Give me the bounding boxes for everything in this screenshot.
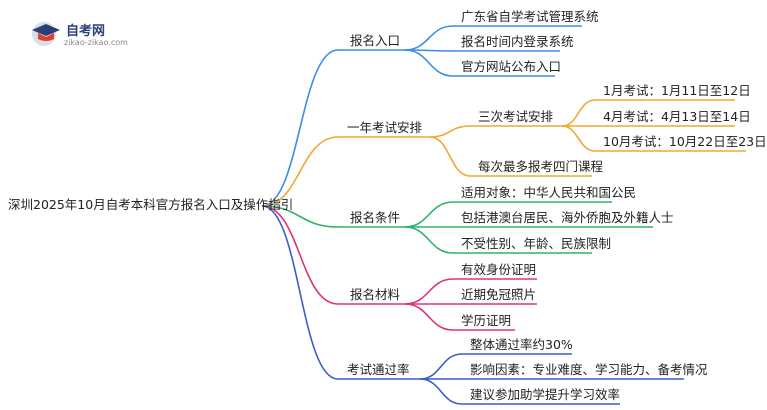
leaf-node: 学历证明 [461,313,512,328]
leaf-node: 影响因素：专业难度、学习能力、备考情况 [470,362,708,377]
connector [404,49,454,77]
root-topic: 深圳2025年10月自考本科官方报名入口及操作指引 [8,197,294,212]
connector [404,226,454,254]
connector [419,378,463,405]
branch-eligibility: 报名条件 [350,210,401,225]
leaf-node: 建议参加助学提升学习效率 [470,387,621,402]
leaf-node: 报名时间内登录系统 [461,34,574,49]
leaf-node: 1月考试：1月11日至12日 [603,83,751,98]
branch-pass-rate: 考试通过率 [347,362,410,377]
connector [404,303,454,331]
leaf-node: 近期免冠照片 [461,287,537,302]
connector [261,205,339,380]
leaf-node: 每次最多报考四门课程 [478,159,604,174]
leaf-node: 包括港澳台居民、海外侨胞及外籍人士 [461,210,674,225]
connector [561,125,596,152]
graduation-cap-icon [32,22,60,46]
leaf-node: 整体通过率约30% [470,337,573,352]
connector [261,136,339,207]
connector [404,278,454,305]
connector [261,49,339,207]
connector [404,25,454,51]
connector [404,201,454,228]
leaf-node: 不受性别、年龄、民族限制 [461,236,612,251]
logo-title: 自考网 [66,24,106,39]
leaf-node: 4月考试：4月13日至14日 [603,109,751,124]
leaf-node: 官方网站公布入口 [461,59,562,74]
connector [261,205,339,305]
leaf-node: 有效身份证明 [461,262,537,277]
connector-layer [261,25,746,405]
logo-subtitle: zikao-zikao.com [64,38,128,47]
connector [561,99,596,127]
branch-materials: 报名材料 [350,287,401,302]
connector [429,125,471,138]
leaf-node: 适用对象：中华人民共和国公民 [461,185,637,200]
connector [261,205,339,228]
subtopic-three-exams: 三次考试安排 [478,109,554,124]
branch-registration-entry: 报名入口 [350,33,401,48]
mindmap-canvas: 自考网 zikao-zikao.com 深圳2025年10月自考本科官方报名入口… [8,9,767,405]
connector [419,353,463,380]
branch-exam-schedule: 一年考试安排 [347,120,423,135]
leaf-node: 10月考试：10月22日至23日 [603,134,767,149]
site-logo: 自考网 zikao-zikao.com [28,18,148,54]
connector [429,136,471,177]
leaf-node: 广东省自学考试管理系统 [461,9,599,24]
